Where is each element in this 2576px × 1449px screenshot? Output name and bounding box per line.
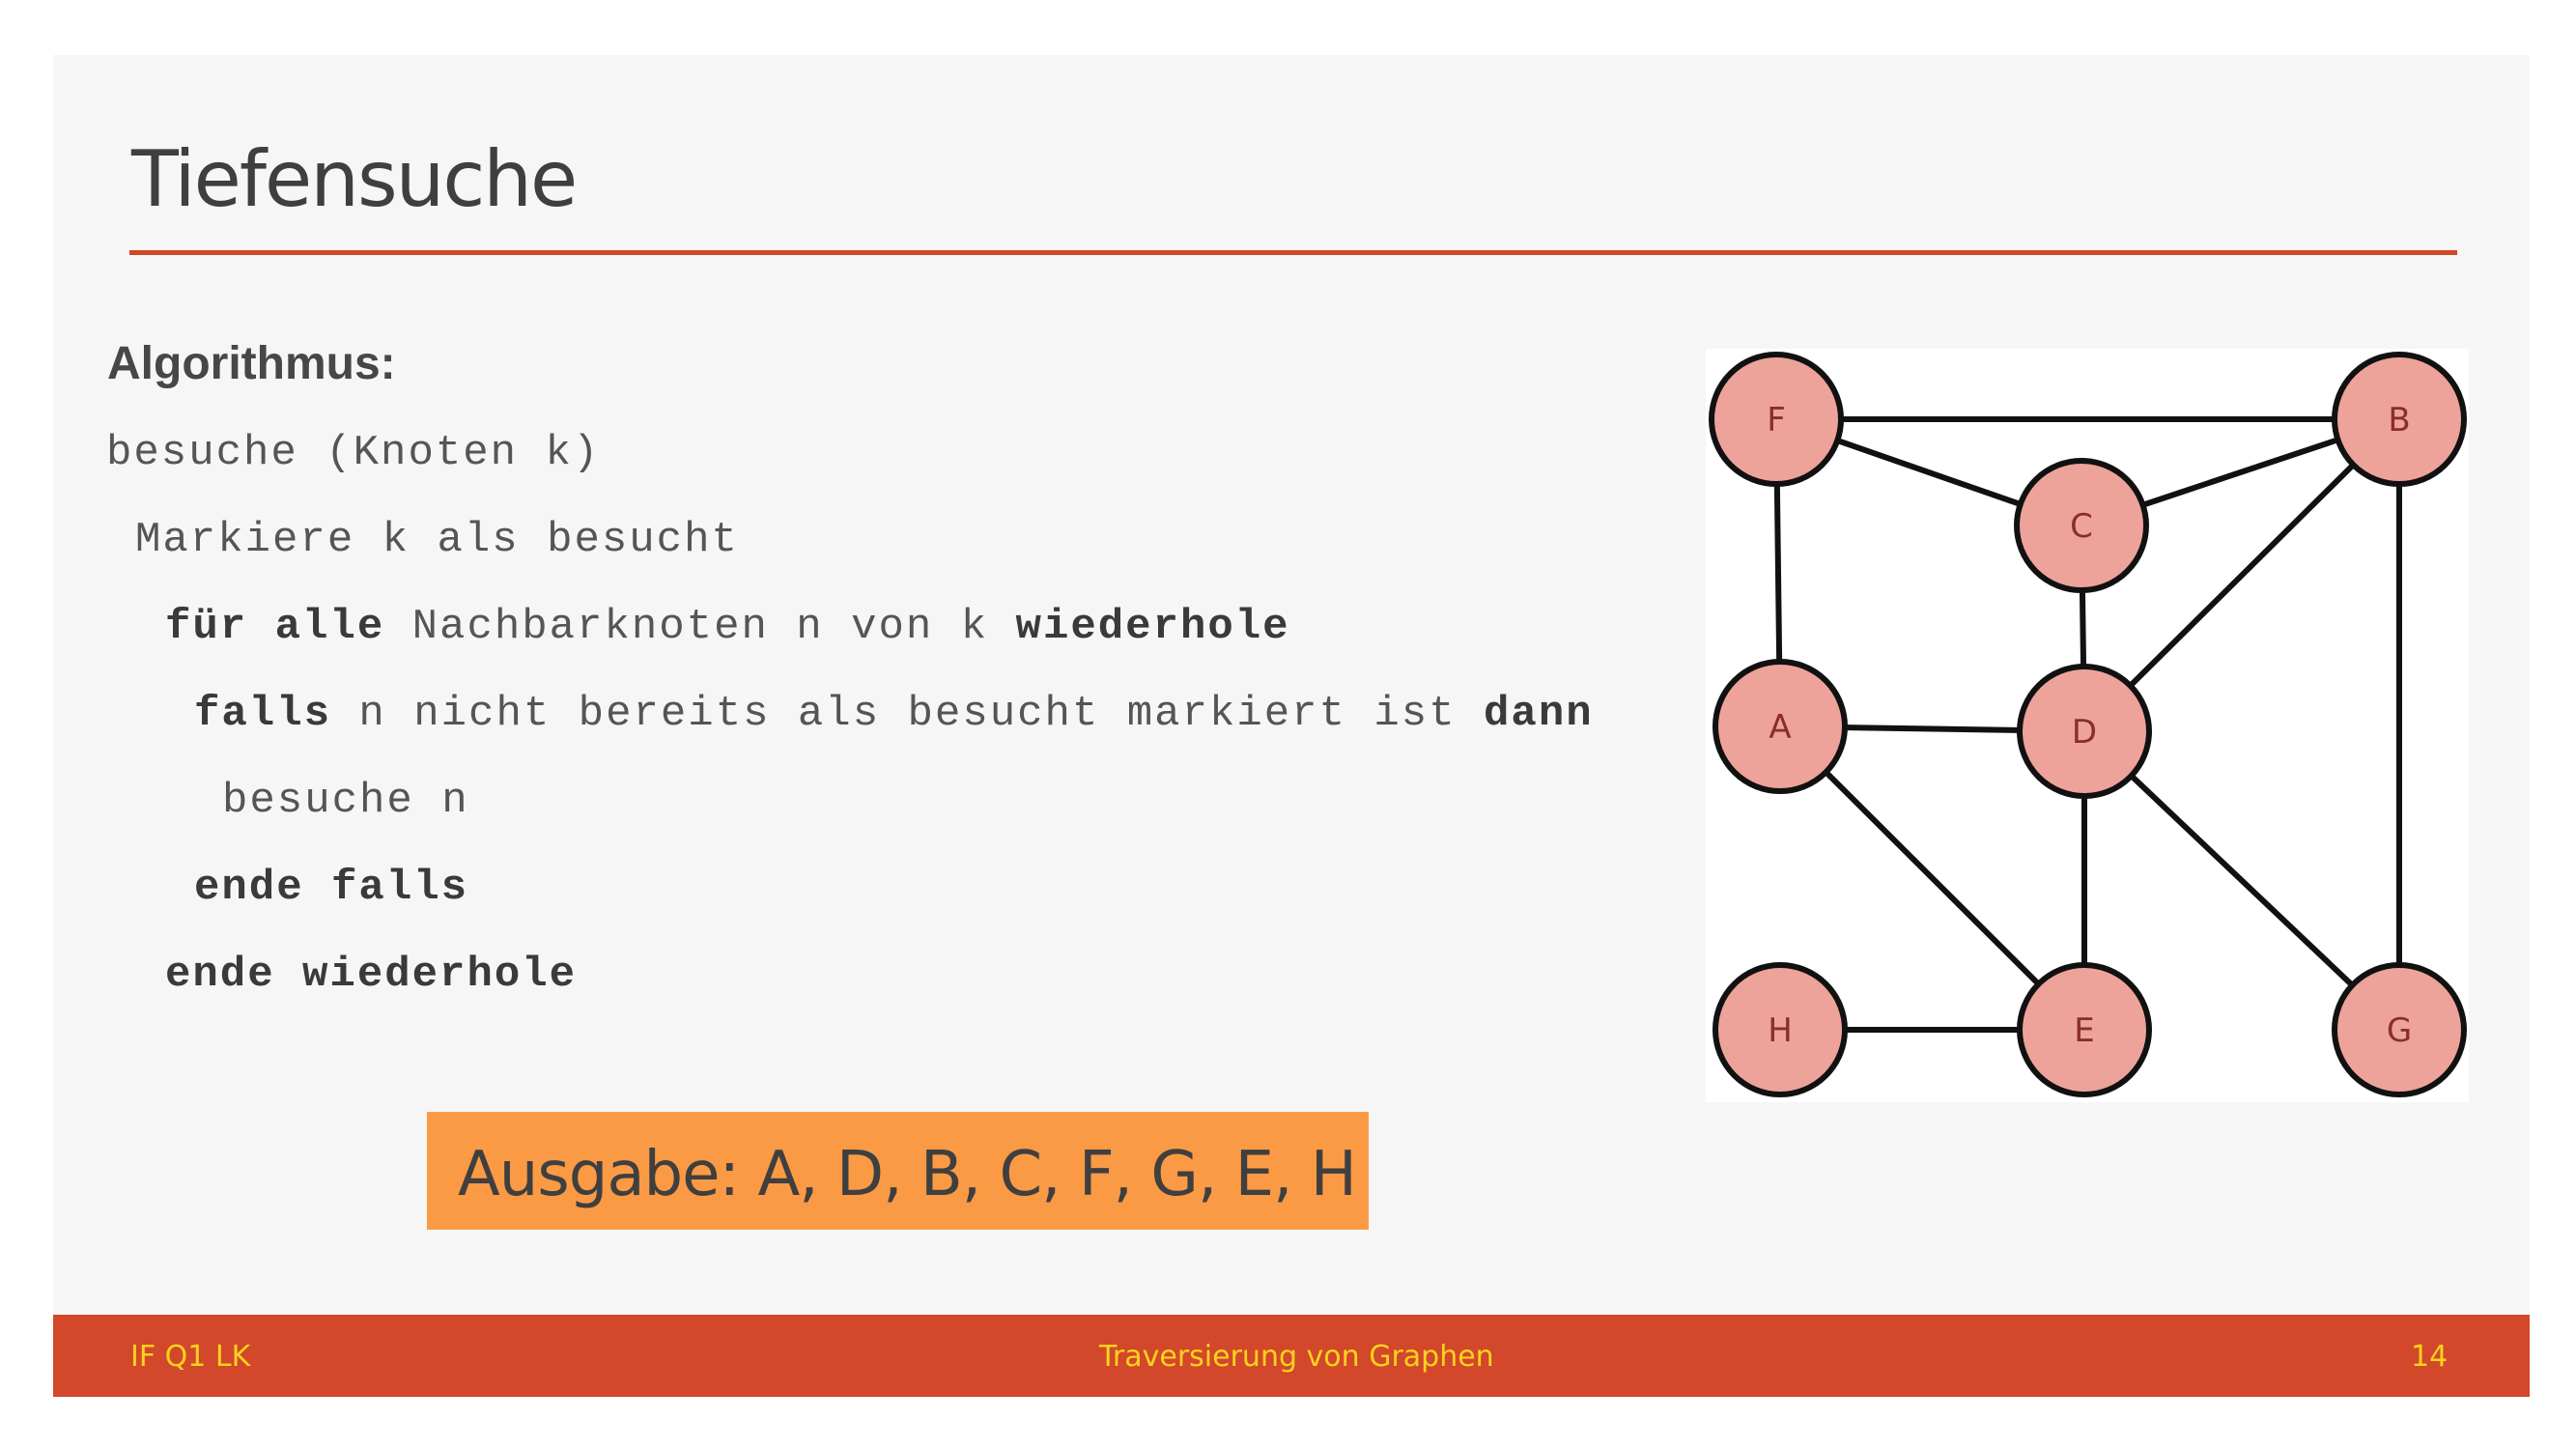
node-b: B: [2332, 352, 2467, 487]
node-circle: [2332, 962, 2467, 1097]
node-label: D: [2072, 713, 2097, 752]
node-h: H: [1713, 962, 1848, 1097]
node-circle: [2017, 664, 2152, 799]
graph-diagram: F B C A D H E G: [1709, 352, 2467, 1097]
node-circle: [2014, 458, 2149, 593]
node-circle: [2332, 352, 2467, 487]
edge-d-g: [2081, 728, 2402, 1033]
code-line-7: ende wiederhole: [165, 951, 577, 999]
slide-title: Tiefensuche: [131, 134, 578, 224]
code-line-6: ende falls: [194, 864, 468, 912]
keyword-wiederhole: wiederhole: [1015, 603, 1290, 651]
node-d: D: [2017, 664, 2152, 799]
graph-panel: F B C A D H E G: [1706, 349, 2469, 1102]
node-f: F: [1709, 352, 1844, 487]
node-circle: [2017, 962, 2152, 1097]
code-text: n nicht bereits als besucht markiert ist: [331, 690, 1485, 738]
footer-topic: Traversierung von Graphen: [1099, 1340, 1494, 1374]
node-label: F: [1767, 401, 1786, 440]
node-label: H: [1768, 1011, 1793, 1050]
node-e: E: [2017, 962, 2152, 1097]
footer-page-number: 14: [2411, 1340, 2449, 1374]
code-line-2: Markiere k als besucht: [135, 516, 739, 564]
node-a: A: [1713, 659, 1848, 794]
code-text: Nachbarknoten n von k: [384, 603, 1016, 651]
footer-course: IF Q1 LK: [130, 1340, 251, 1374]
node-label: G: [2387, 1011, 2412, 1050]
keyword-dann: dann: [1484, 690, 1594, 738]
title-underline: [129, 250, 2457, 255]
slide: Tiefensuche Algorithmus: besuche (Knoten…: [53, 55, 2530, 1397]
node-label: C: [2070, 507, 2093, 546]
footer: IF Q1 LK Traversierung von Graphen 14: [53, 1315, 2530, 1397]
node-circle: [1709, 352, 1844, 487]
edge-d-b: [2081, 416, 2402, 734]
keyword-ende-falls: ende falls: [194, 864, 469, 912]
keyword-ende-wiederhole: ende wiederhole: [165, 951, 578, 999]
code-line-3: für alle Nachbarknoten n von k wiederhol…: [165, 603, 1290, 651]
node-circle: [1713, 962, 1848, 1097]
node-label: E: [2074, 1011, 2094, 1050]
code-line-5: besuche n: [222, 777, 469, 825]
edge-a-e: [1777, 724, 2087, 1033]
node-g: G: [2332, 962, 2467, 1097]
keyword-falls: falls: [194, 690, 332, 738]
output-box: Ausgabe: A, D, B, C, F, G, E, H: [427, 1112, 1369, 1230]
keyword-fuer-alle: für alle: [165, 603, 385, 651]
algorithm-heading: Algorithmus:: [107, 338, 396, 389]
node-c: C: [2014, 458, 2149, 593]
node-label: B: [2388, 401, 2410, 440]
code-line-4: falls n nicht bereits als besucht markie…: [194, 690, 1594, 738]
node-label: A: [1769, 708, 1791, 747]
code-line-1: besuche (Knoten k): [106, 429, 601, 477]
node-circle: [1713, 659, 1848, 794]
output-text: Ausgabe: A, D, B, C, F, G, E, H: [458, 1139, 1357, 1210]
